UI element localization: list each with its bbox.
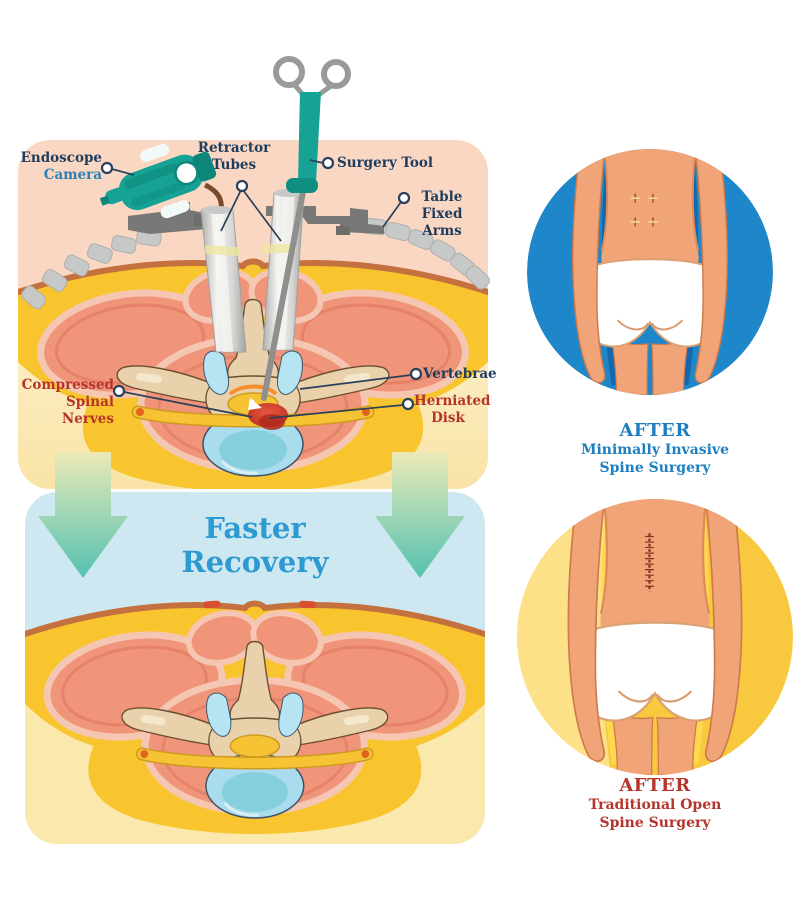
recovery-title-line2: Recovery <box>181 544 329 579</box>
label-endoscope-line1: Endoscope <box>20 150 102 166</box>
after-traditional-open-illustration <box>517 499 793 775</box>
label-table-fixed-line2: Arms <box>422 223 462 239</box>
label-retractor-line2: Tubes <box>211 157 257 173</box>
after-minimally-invasive-illustration <box>527 149 773 396</box>
label-compressed-line1: Compressed <box>21 377 114 393</box>
label-herniated-line1: Herniated <box>414 393 491 409</box>
label-vertebrae: Vertebrae <box>423 366 497 382</box>
label-surgery-tool: Surgery Tool <box>337 155 433 171</box>
label-compressed-line2: Spinal Nerves <box>61 394 114 427</box>
long-scar-mark <box>645 533 654 592</box>
caption-open-line1: Traditional Open <box>588 797 722 813</box>
retractor-tube-left <box>200 206 247 353</box>
down-arrow-right <box>375 452 465 578</box>
recovery-panel-art <box>25 492 485 844</box>
label-markers <box>100 156 423 411</box>
herniated-disk-lesion <box>228 384 288 430</box>
caption-traditional-open: AFTER Traditional Open Spine Surgery <box>515 775 795 832</box>
label-retractor-line1: Retractor <box>197 140 271 156</box>
caption-open-line2: Spine Surgery <box>599 815 711 832</box>
label-herniated-disk: Herniated Disk <box>414 393 491 427</box>
label-endoscope-line2: Camera <box>43 167 102 183</box>
surgery-tool-device <box>261 56 351 401</box>
label-table-fixed-arms: Table Fixed Arms <box>404 189 480 240</box>
label-retractor-tubes: Retractor Tubes <box>188 140 280 174</box>
caption-mis-line1: Minimally Invasive <box>580 442 730 458</box>
caption-minimally-invasive: AFTER Minimally Invasive Spine Surgery <box>515 420 795 477</box>
label-table-fixed-line1: Table Fixed <box>421 189 463 222</box>
recovery-title: Faster Recovery <box>25 511 485 579</box>
endoscope-lens <box>174 160 199 186</box>
caption-mis-heading: AFTER <box>619 420 691 441</box>
label-herniated-line2: Disk <box>431 410 465 426</box>
small-incision-marks <box>630 193 658 227</box>
caption-mis-line2: Spine Surgery <box>599 460 711 477</box>
down-arrow-left <box>38 452 128 578</box>
label-endoscope-camera: Endoscope Camera <box>14 150 102 184</box>
healed-incision-marks <box>203 600 317 609</box>
label-compressed-spinal-nerves: Compressed Spinal Nerves <box>10 377 114 428</box>
recovery-title-line1: Faster <box>204 511 306 545</box>
caption-open-heading: AFTER <box>619 775 691 796</box>
leader-lines <box>111 159 412 419</box>
